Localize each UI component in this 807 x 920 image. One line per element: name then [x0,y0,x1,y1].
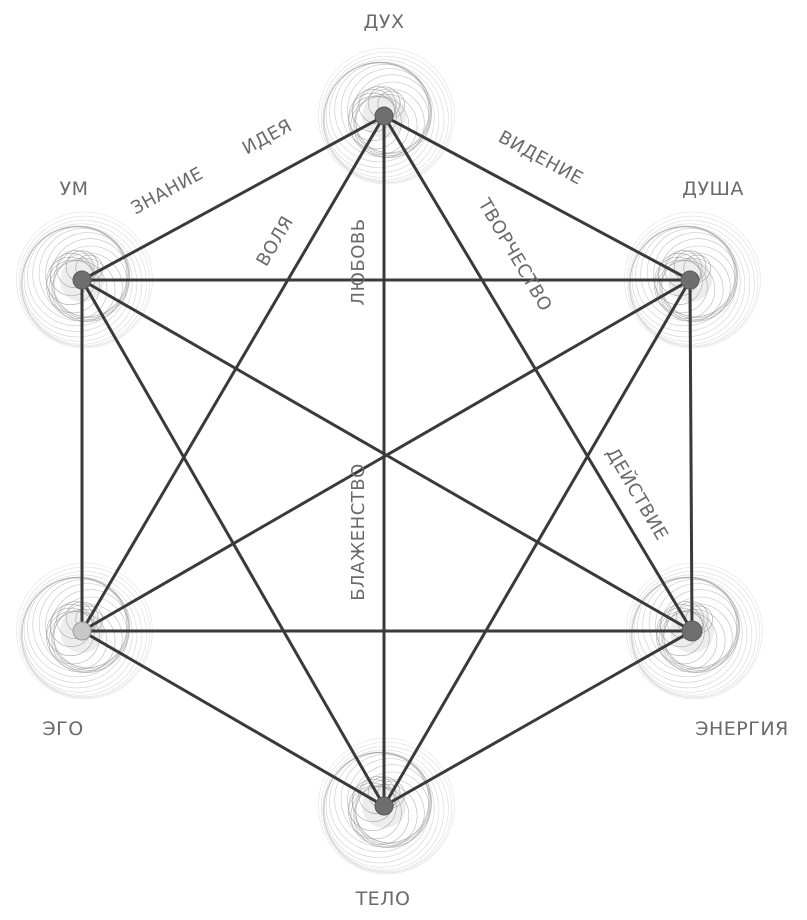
node-label-um: УМ [60,178,89,200]
edge-dusha-telo [384,280,690,806]
edge-dukh-ego [82,116,384,631]
edge-dukh-dusha [384,116,690,280]
edge-dukh-um [82,116,384,280]
node-dukh-dot [375,107,393,125]
edge-label-videnie: ВИДЕНИЕ [495,127,587,190]
node-rosettes [16,48,762,874]
edge-label-blazhenstvo: БЛАЖЕНСТВО [348,463,369,601]
edge-label-volya: ВОЛЯ [252,212,298,270]
edge-energiya-telo [384,631,692,806]
node-label-ego: ЭГО [42,718,83,740]
edge-dusha-energiya [690,280,692,631]
edge-ego-telo [82,631,384,806]
node-label-dukh: ДУХ [364,11,405,33]
node-label-telo: ТЕЛО [355,888,411,910]
edge-label-lyubov: ЛЮБОВЬ [348,218,369,305]
node-telo-dot [375,797,393,815]
edge-labels: ЗНАНИЕ ИДЕЯ ВИДЕНИЕ ВОЛЯ ЛЮБОВЬ ТВОРЧЕСТ… [128,115,673,601]
diagram-edges [82,116,692,806]
node-ego-dot [73,622,91,640]
node-energiya-dot [682,621,702,641]
edge-label-tvorchestvo: ТВОРЧЕСТВО [473,194,556,315]
node-label-energiya: ЭНЕРГИЯ [695,718,789,740]
node-dusha-dot [681,271,699,289]
node-um-dot [73,271,91,289]
edge-label-ideya: ИДЕЯ [239,115,296,159]
edge-label-deystvie: ДЕЙСТВИЕ [601,444,672,545]
edge-label-znanie: ЗНАНИЕ [128,163,207,219]
node-label-dusha: ДУША [682,178,744,200]
edge-dukh-energiya [384,116,692,631]
